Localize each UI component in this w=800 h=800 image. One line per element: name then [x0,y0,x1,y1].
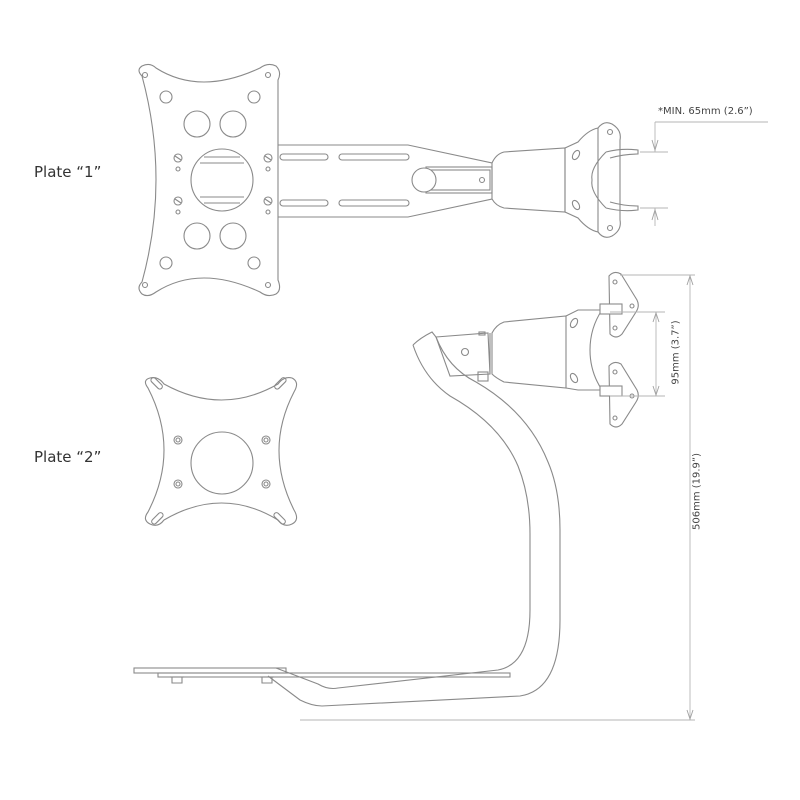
head-1-drawing [491,122,639,238]
min-gap-dimension [640,121,768,226]
vesa-spacing-label: 95mm (3.7”) [670,320,682,385]
total-height-dimension [300,274,695,721]
arm-1-drawing [278,144,493,218]
side-view-drawing [133,271,639,707]
min-gap-label: *MIN. 65mm (2.6”) [658,106,753,117]
plate-1-drawing [138,63,281,297]
plate-1-label: Plate “1” [34,163,102,181]
vesa-spacing-dimension [610,311,665,397]
total-height-label: 506mm (19.9”) [691,453,703,530]
plate-2-label: Plate “2” [34,448,102,466]
plate-2-drawing [144,377,298,526]
